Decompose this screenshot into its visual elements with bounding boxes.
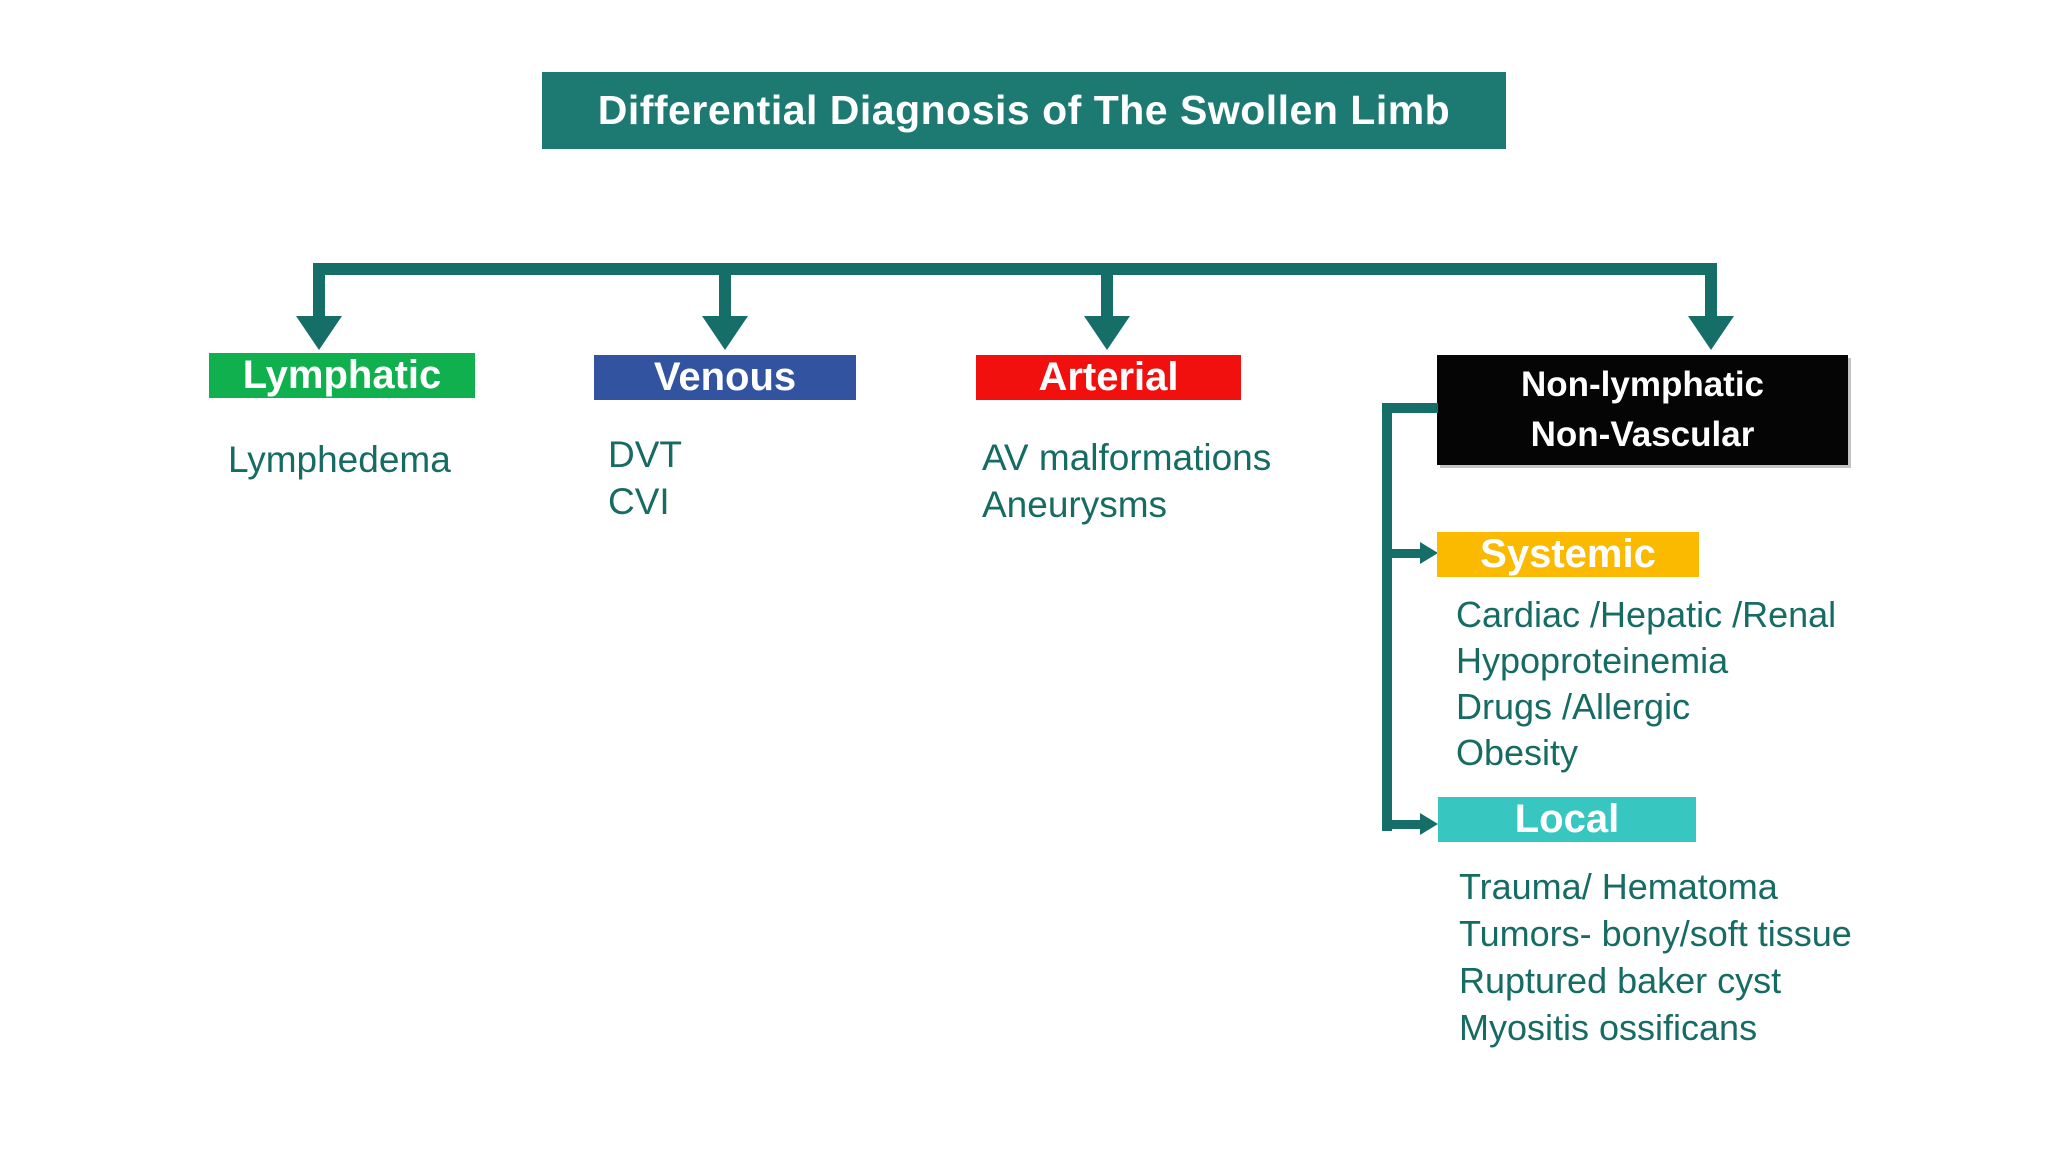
connector-drop-arterial: [1101, 269, 1113, 318]
category-label-lymphatic: Lymphatic: [242, 353, 442, 397]
connector-drop-venous: [719, 269, 731, 318]
list-item: Myositis ossificans: [1459, 1007, 1758, 1048]
category-box-lymphatic: Lymphatic: [209, 353, 475, 398]
arrow-right-local-icon: [1420, 813, 1438, 835]
item-list-local: Trauma/ Hematoma Tumors- bony/soft tissu…: [1459, 863, 1852, 1051]
list-item: Cardiac /Hepatic /Renal: [1456, 594, 1837, 635]
subcategory-box-local: Local: [1438, 797, 1696, 842]
item-list-systemic: Cardiac /Hepatic /Renal Hypoproteinemia …: [1456, 592, 1836, 776]
connector-shaft-systemic: [1390, 549, 1421, 558]
arrow-down-venous-icon: [702, 316, 748, 350]
connector-shaft-local: [1390, 820, 1421, 829]
item-list-lymphatic: Lymphedema: [228, 436, 451, 483]
diagram-title: Differential Diagnosis of The Swollen Li…: [542, 72, 1506, 149]
arrow-down-lymphatic-icon: [296, 316, 342, 350]
list-item: Ruptured baker cyst: [1459, 960, 1782, 1001]
arrow-down-nonlymphatic-icon: [1688, 316, 1734, 350]
connector-elbow-nonlymphatic: [1390, 403, 1438, 413]
category-box-arterial: Arterial: [976, 355, 1241, 400]
arrow-down-arterial-icon: [1084, 316, 1130, 350]
list-item: Aneurysms: [982, 484, 1168, 525]
connector-drop-lymphatic: [313, 263, 325, 318]
connector-drop-nonlymphatic: [1705, 269, 1717, 318]
connector-vertical-subbranch: [1382, 403, 1392, 831]
category-box-venous: Venous: [594, 355, 856, 400]
subcategory-label-local: Local: [1514, 797, 1620, 841]
list-item: Tumors- bony/soft tissue: [1459, 913, 1852, 954]
category-box-nonlymphatic: Non-lymphatic Non-Vascular: [1437, 355, 1848, 465]
list-item: CVI: [608, 481, 670, 522]
item-list-venous: DVT CVI: [608, 431, 682, 525]
arrow-right-systemic-icon: [1420, 542, 1438, 564]
list-item: Lymphedema: [228, 439, 451, 480]
list-item: Trauma/ Hematoma: [1459, 866, 1778, 907]
item-list-arterial: AV malformations Aneurysms: [982, 434, 1271, 528]
list-item: Drugs /Allergic: [1456, 686, 1691, 727]
category-label-nonlymphatic-line2: Non-Vascular: [1530, 415, 1755, 454]
category-label-nonlymphatic-line1: Non-lymphatic: [1520, 365, 1765, 404]
list-item: Obesity: [1456, 732, 1579, 773]
category-label-arterial: Arterial: [1038, 355, 1179, 399]
subcategory-label-systemic: Systemic: [1480, 532, 1656, 576]
list-item: Hypoproteinemia: [1456, 640, 1729, 681]
category-label-venous: Venous: [653, 355, 797, 399]
list-item: AV malformations: [982, 437, 1272, 478]
connector-horizontal-line: [313, 263, 1717, 275]
list-item: DVT: [608, 434, 682, 475]
subcategory-box-systemic: Systemic: [1437, 532, 1699, 577]
